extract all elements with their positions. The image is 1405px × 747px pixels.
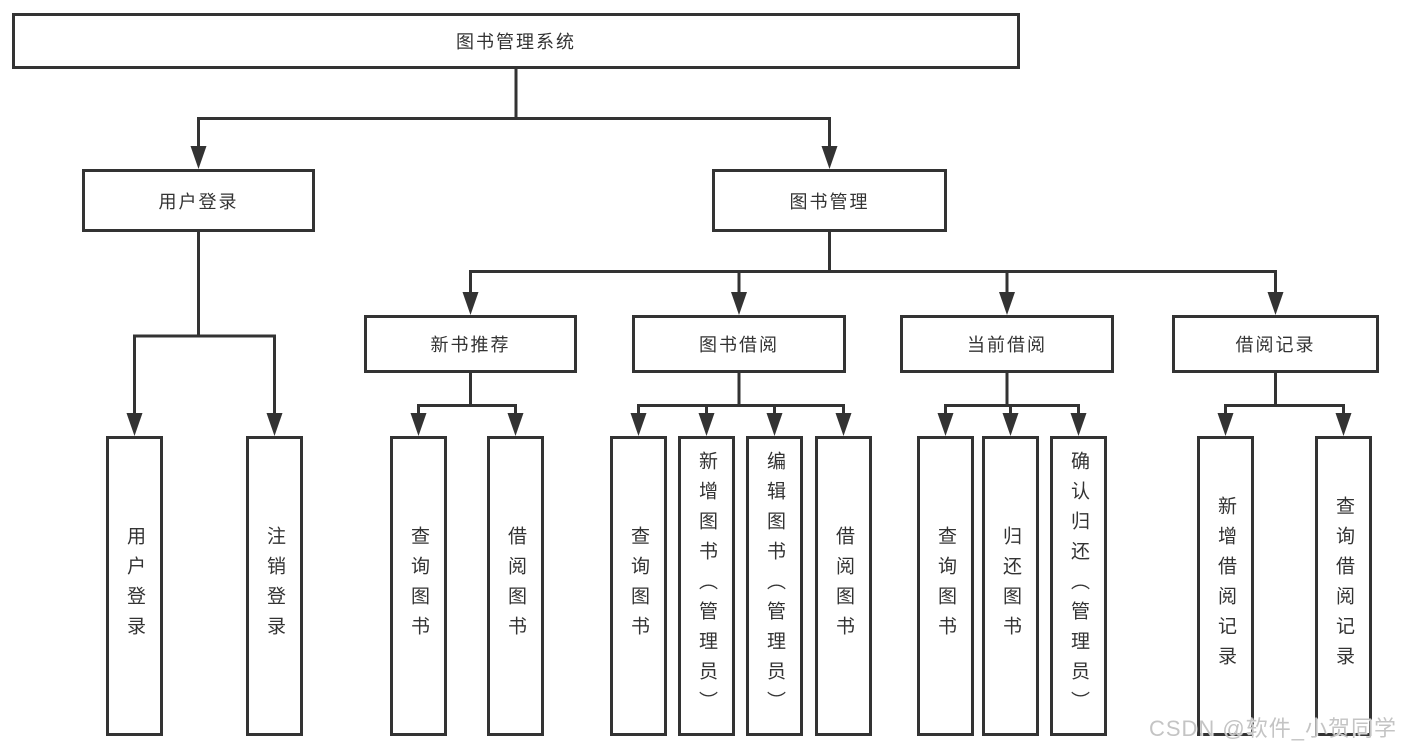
csdn-watermark: CSDN @软件_小贺同学	[1148, 716, 1397, 741]
arrowhead-icon	[698, 413, 715, 436]
arrowhead-icon	[190, 146, 207, 169]
node-user-login: 用户登录	[82, 169, 315, 232]
arrowhead-icon	[126, 413, 143, 436]
node-current-borrow: 当前借阅	[900, 315, 1114, 373]
arrowhead-icon	[462, 292, 479, 315]
arrowhead-icon	[1335, 413, 1352, 436]
node-book-borrow: 图书借阅	[632, 315, 846, 373]
arrowhead-icon	[1217, 413, 1234, 436]
leaf-user-login: 用户登录	[106, 436, 163, 736]
arrowhead-icon	[1070, 413, 1087, 436]
arrowhead-icon	[410, 413, 427, 436]
leaf-edit-book-admin: 编辑图书（管理员）	[746, 436, 803, 736]
leaf-logout: 注销登录	[246, 436, 303, 736]
leaf-query-borrow-record: 查询借阅记录	[1315, 436, 1372, 736]
arrowhead-icon	[1002, 413, 1019, 436]
leaf-return-book: 归还图书	[982, 436, 1039, 736]
node-root: 图书管理系统	[12, 13, 1020, 69]
leaf-query-book-recommend: 查询图书	[390, 436, 447, 736]
arrowhead-icon	[835, 413, 852, 436]
node-book-management: 图书管理	[712, 169, 947, 232]
node-new-book-recommend: 新书推荐	[364, 315, 577, 373]
leaf-add-borrow-record: 新增借阅记录	[1197, 436, 1254, 736]
leaf-borrow-book-recommend: 借阅图书	[487, 436, 544, 736]
arrowhead-icon	[821, 146, 838, 169]
leaf-borrow-book: 借阅图书	[815, 436, 872, 736]
arrowhead-icon	[766, 413, 783, 436]
leaf-add-book-admin: 新增图书（管理员）	[678, 436, 735, 736]
arrowhead-icon	[507, 413, 524, 436]
arrowhead-icon	[1267, 292, 1284, 315]
node-borrow-records: 借阅记录	[1172, 315, 1379, 373]
leaf-query-book-borrow: 查询图书	[610, 436, 667, 736]
leaf-confirm-return-admin: 确认归还（管理员）	[1050, 436, 1107, 736]
arrowhead-icon	[937, 413, 954, 436]
arrowhead-icon	[999, 292, 1015, 315]
arrowhead-icon	[266, 413, 283, 436]
arrowhead-icon	[630, 413, 647, 436]
arrowhead-icon	[731, 292, 747, 315]
leaf-query-book-current: 查询图书	[917, 436, 974, 736]
